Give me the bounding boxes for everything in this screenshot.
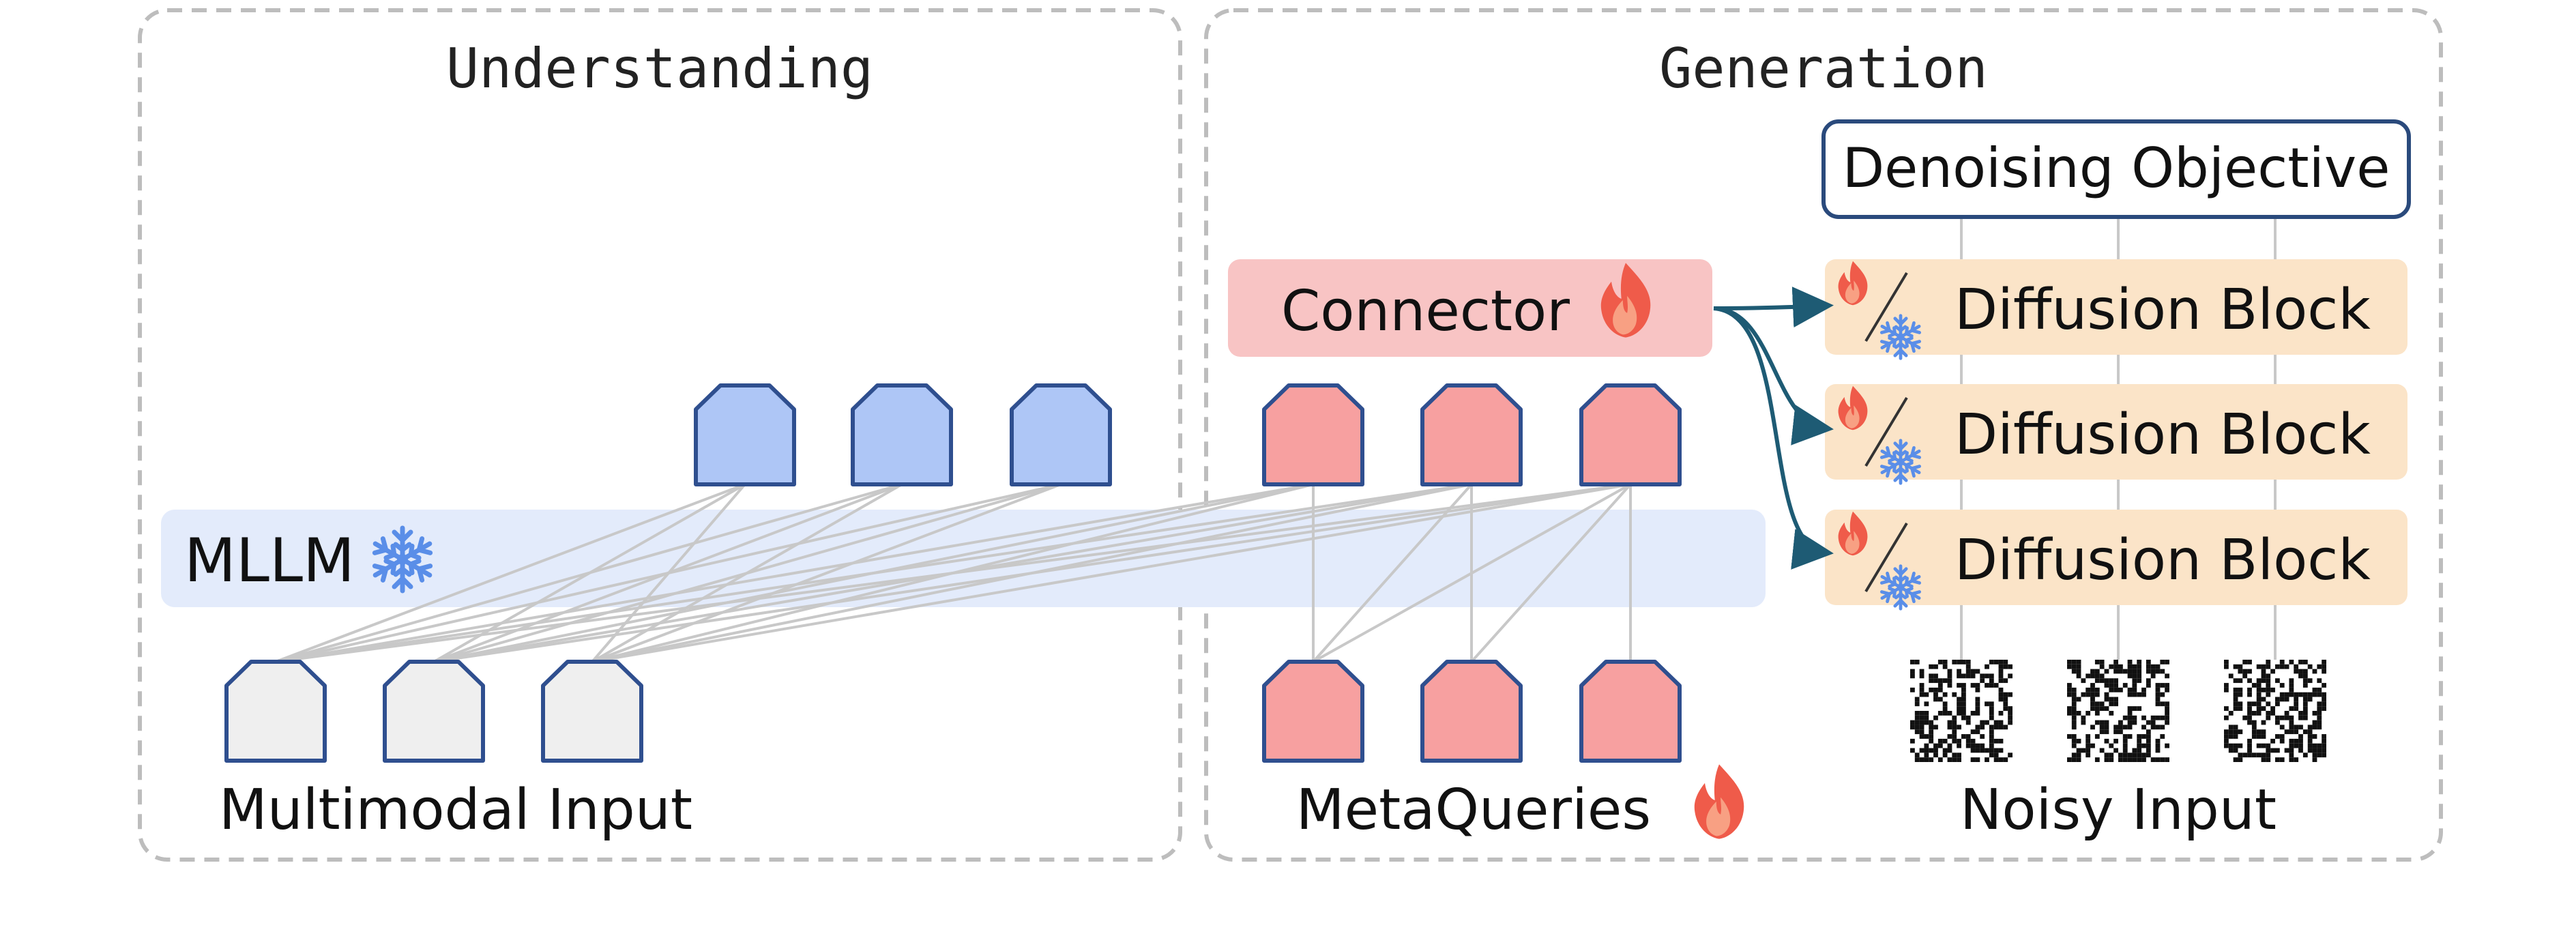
metaquery-input-tokens (1262, 660, 1682, 763)
generation-title: Generation (1659, 37, 1988, 100)
multimodal-input-tokens (224, 660, 643, 763)
mllm-output-token (694, 383, 796, 486)
noisy-input-label: Noisy Input (1960, 778, 2277, 843)
diffusion-block: Diffusion Block (1825, 510, 2407, 609)
understanding-panel (138, 8, 1182, 862)
noise-patch (2224, 660, 2326, 762)
noise-patch (2067, 660, 2169, 762)
input-token (224, 660, 327, 763)
metaquery-token (1262, 660, 1364, 763)
connector-arrows (1713, 287, 1834, 570)
mllm-output-token (1010, 383, 1112, 486)
noisy-input-tokens (1910, 660, 2326, 762)
connector-box (1228, 259, 1712, 357)
diffusion-block-label: Diffusion Block (1955, 278, 2371, 342)
metaquery-output-token (1579, 383, 1682, 486)
multimodal-input-label: Multimodal Input (219, 778, 692, 843)
input-token (383, 660, 485, 763)
metaqueries-label: MetaQueries (1296, 778, 1651, 843)
mllm-output-token (851, 383, 953, 486)
metaqueries-flame-icon (1694, 764, 1744, 839)
denoising-objective-label: Denoising Objective (1843, 136, 2390, 200)
generation-panel (1204, 8, 2443, 862)
metaquery-token (1420, 660, 1523, 763)
denoising-objective-box (1821, 119, 2411, 219)
mllm-connection-lines (275, 483, 1632, 663)
noise-patch (1910, 660, 2012, 762)
metaquery-output-token (1420, 383, 1523, 486)
connector-label: Connector (1281, 279, 1570, 344)
metaquery-output-tokens (1262, 383, 1682, 486)
understanding-title: Understanding (446, 37, 873, 100)
diffusion-block: Diffusion Block (1825, 384, 2407, 483)
diffusion-block: Diffusion Block (1825, 259, 2407, 358)
mllm-label: MLLM (184, 525, 355, 596)
metaquery-token (1579, 660, 1682, 763)
metaquery-output-token (1262, 383, 1364, 486)
diffusion-block-label: Diffusion Block (1955, 403, 2371, 467)
input-token (541, 660, 643, 763)
diffusion-block-label: Diffusion Block (1955, 528, 2371, 593)
understanding-output-tokens (694, 383, 1112, 486)
